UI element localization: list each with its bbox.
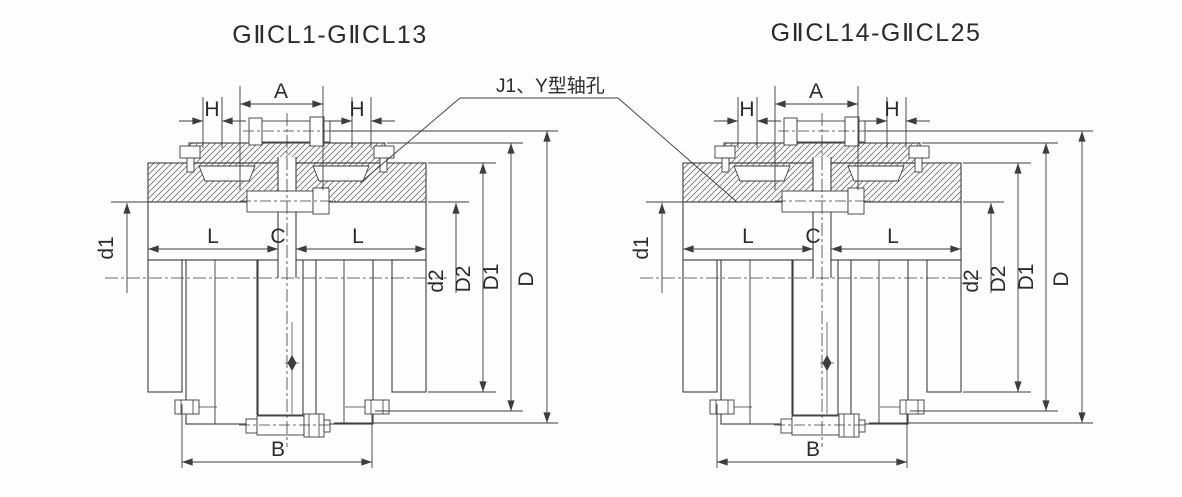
dim-label-h-right-2: H	[884, 98, 899, 121]
title-right-model-range: GⅡCL14-GⅡCL25	[771, 19, 982, 47]
dim-label-d2-right: d2	[960, 269, 983, 292]
title-left-model-range: GⅡCL1-GⅡCL13	[232, 21, 427, 49]
shaft-hole-annotation: J1、Y型轴孔	[359, 75, 738, 203]
dim-label-b-left: B	[271, 438, 285, 461]
dim-label-D1-left: D1	[480, 264, 503, 291]
leader-lines	[359, 97, 738, 203]
dim-label-c-right: C	[805, 225, 820, 248]
dim-label-d1-left: d1	[95, 236, 118, 259]
dim-label-l-left-1: L	[207, 225, 219, 248]
dim-label-D1-right: D1	[1015, 264, 1038, 291]
dim-label-D-left: D	[515, 271, 538, 286]
dim-label-l-right-2: L	[887, 225, 899, 248]
dim-label-h-left-2: H	[349, 98, 364, 121]
dim-label-d2-left: d2	[425, 269, 448, 292]
dim-label-b-right: B	[806, 438, 820, 461]
shaft-hole-label: J1、Y型轴孔	[496, 75, 605, 97]
dim-label-a-right: A	[809, 80, 823, 103]
dim-label-c-left: C	[270, 225, 285, 248]
left-coupling-geometry	[104, 112, 448, 448]
dim-label-l-right-1: L	[742, 225, 754, 248]
right-coupling: A H H L C L B d1 d2 D2 D1 D	[630, 80, 1093, 468]
dim-label-l-left-2: L	[352, 225, 364, 248]
dim-label-h-left-1: H	[204, 98, 219, 121]
left-coupling: A H H L C L B d1 d2 D2 D1 D	[95, 80, 558, 468]
dim-label-D2-left: D2	[452, 266, 475, 293]
dim-label-a-left: A	[274, 80, 288, 103]
dim-label-D-right: D	[1050, 271, 1073, 286]
right-coupling-geometry	[639, 112, 983, 448]
dim-label-d1-right: d1	[630, 236, 653, 259]
dim-label-h-right-1: H	[739, 98, 754, 121]
dim-label-D2-right: D2	[987, 266, 1010, 293]
